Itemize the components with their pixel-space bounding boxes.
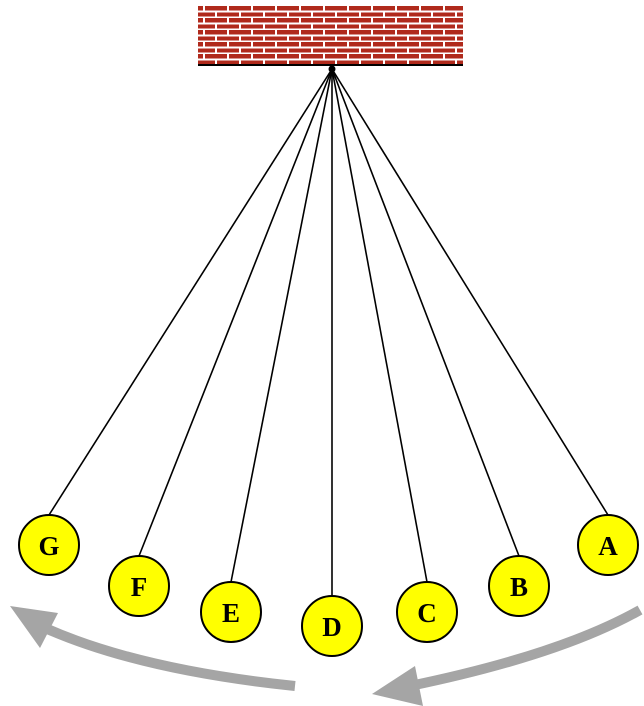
pendulum-strings	[48, 68, 609, 596]
bob-circle-b	[488, 555, 550, 617]
bob-label-a: A	[598, 531, 618, 561]
bob-circle-f	[108, 555, 170, 617]
bob-b: B	[488, 555, 550, 617]
string-g	[48, 68, 333, 516]
bob-label-e: E	[222, 598, 240, 628]
curved-arrow-icon	[10, 605, 643, 706]
motion-arrow-right	[408, 605, 643, 691]
string-a	[331, 68, 609, 516]
bob-circle-d	[301, 595, 363, 657]
bob-circle-c	[396, 581, 458, 643]
bob-label-g: G	[38, 531, 59, 561]
bob-circle-g	[18, 514, 80, 576]
bob-circle-a	[577, 514, 639, 576]
bob-a: A	[577, 514, 639, 576]
bob-d: D	[301, 595, 363, 657]
string-b	[331, 68, 520, 557]
bob-c: C	[396, 581, 458, 643]
bob-g: G	[18, 514, 80, 576]
motion-arrow-right-head	[372, 666, 423, 706]
bob-label-d: D	[322, 612, 342, 642]
pendulum-bobs: A B C D E F G	[18, 514, 639, 657]
bob-label-c: C	[417, 598, 437, 628]
string-c	[331, 68, 428, 583]
string-f	[138, 68, 333, 557]
bob-circle-e	[200, 581, 262, 643]
brick-wall	[198, 6, 463, 65]
pivot-point	[328, 65, 336, 73]
bob-f: F	[108, 555, 170, 617]
string-e	[230, 68, 333, 583]
brick-wall-icon	[198, 6, 463, 66]
bob-label-f: F	[131, 572, 148, 602]
motion-arrow-left	[42, 623, 296, 691]
motion-arrow-left-head	[10, 606, 58, 648]
bob-e: E	[200, 581, 262, 643]
bob-label-b: B	[510, 572, 528, 602]
